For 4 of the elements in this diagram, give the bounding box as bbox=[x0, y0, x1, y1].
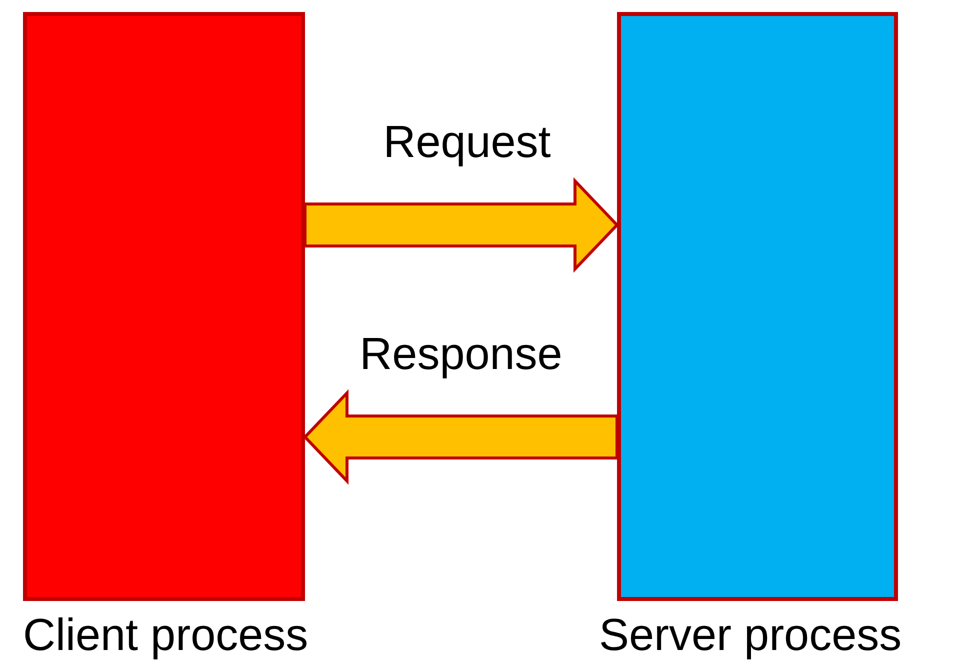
block-arrow bbox=[302, 389, 618, 485]
block-arrow bbox=[304, 177, 620, 273]
process-label: Server process bbox=[599, 609, 902, 661]
process-label: Client process bbox=[23, 609, 308, 661]
